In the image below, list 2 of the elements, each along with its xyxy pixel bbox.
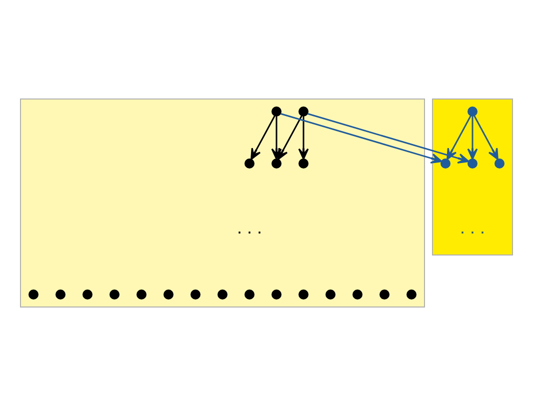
label: . . .: [460, 216, 486, 237]
label: . . .: [236, 216, 262, 237]
